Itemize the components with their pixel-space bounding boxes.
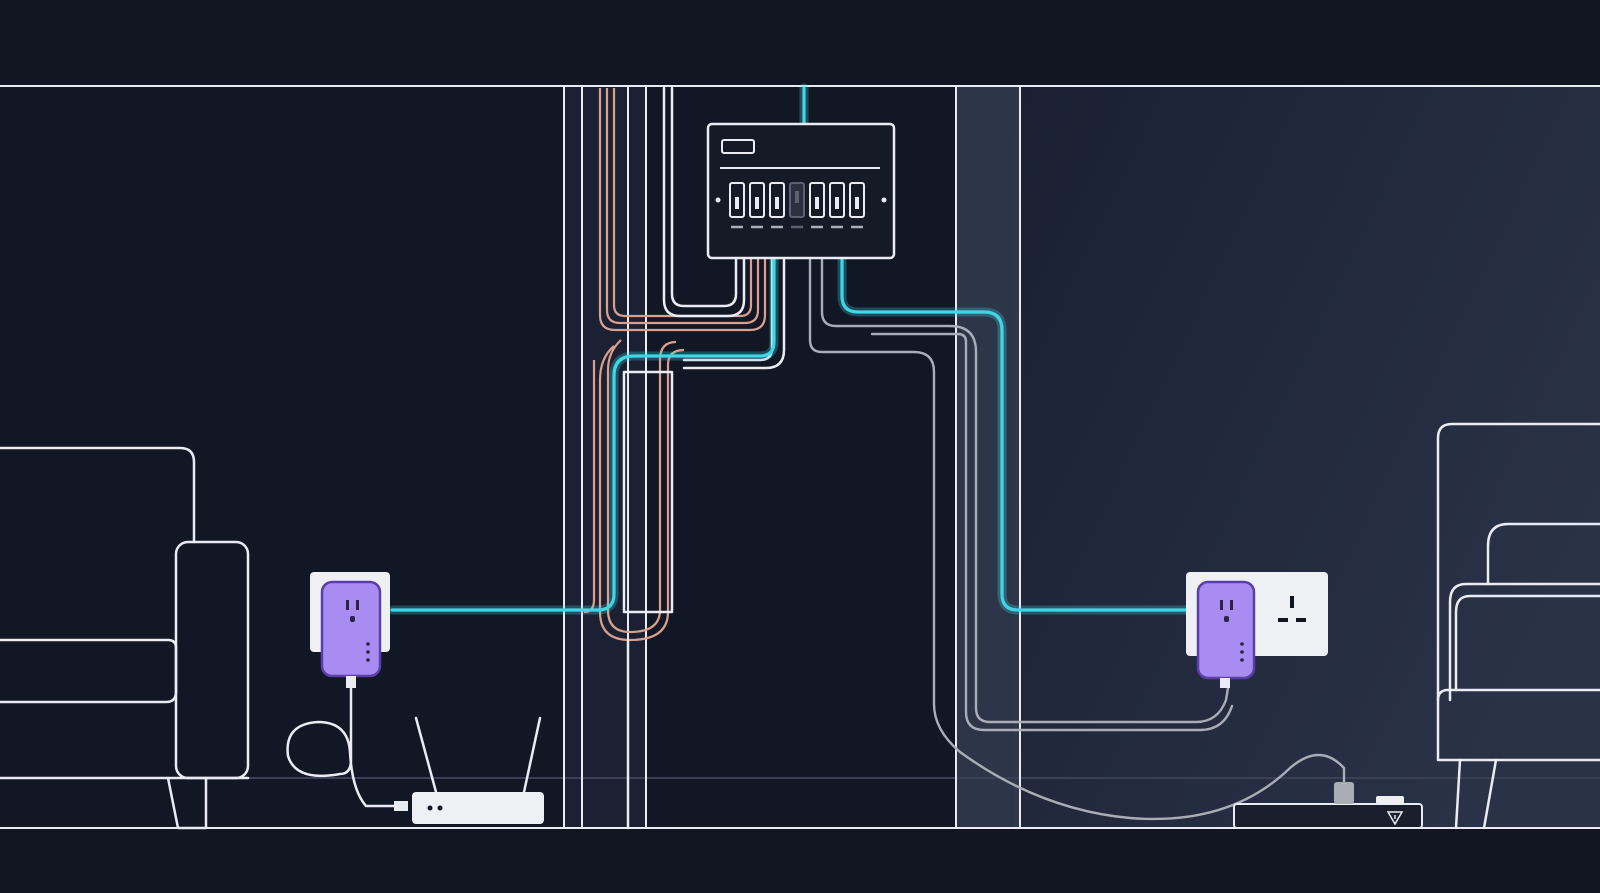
breaker-lever [815,197,819,209]
status-lights [1240,642,1244,662]
breaker-switch [729,182,745,218]
status-lights [366,642,370,662]
breaker-switch [809,182,825,218]
grey-wiring [622,86,1346,830]
breaker-switch [769,182,785,218]
room-right [1014,86,1600,828]
power-plug [1334,782,1354,804]
socket-icon [346,600,359,622]
socket-icon [1220,600,1233,622]
breaker-row [729,182,865,229]
breaker-lever [835,197,839,209]
armchair-left [0,446,250,830]
breaker-lever [855,197,859,209]
wall-column-left [564,86,646,828]
breaker-switch [829,182,845,218]
top-band [0,0,1600,86]
breaker-lever [795,191,799,203]
router-body [412,792,544,824]
armchair-right [1436,422,1600,830]
socket-icon [1278,596,1306,622]
powerline-adapter-left [286,572,408,811]
adapter-body [1196,580,1256,680]
panel-label [721,139,755,154]
adapter-body [320,580,382,678]
network-cable [387,83,1201,615]
breaker-switch [749,182,765,218]
breaker-panel [706,122,896,260]
breaker-lever [775,197,779,209]
bottom-band [0,828,1600,893]
warning-triangle-icon [1386,811,1404,826]
powerline-adapter-right [1186,572,1328,688]
breaker-lever [735,197,739,209]
wifi-router [412,716,544,824]
breaker-lever [755,197,759,209]
breaker-switch [849,182,865,218]
power-strip [1233,782,1423,829]
